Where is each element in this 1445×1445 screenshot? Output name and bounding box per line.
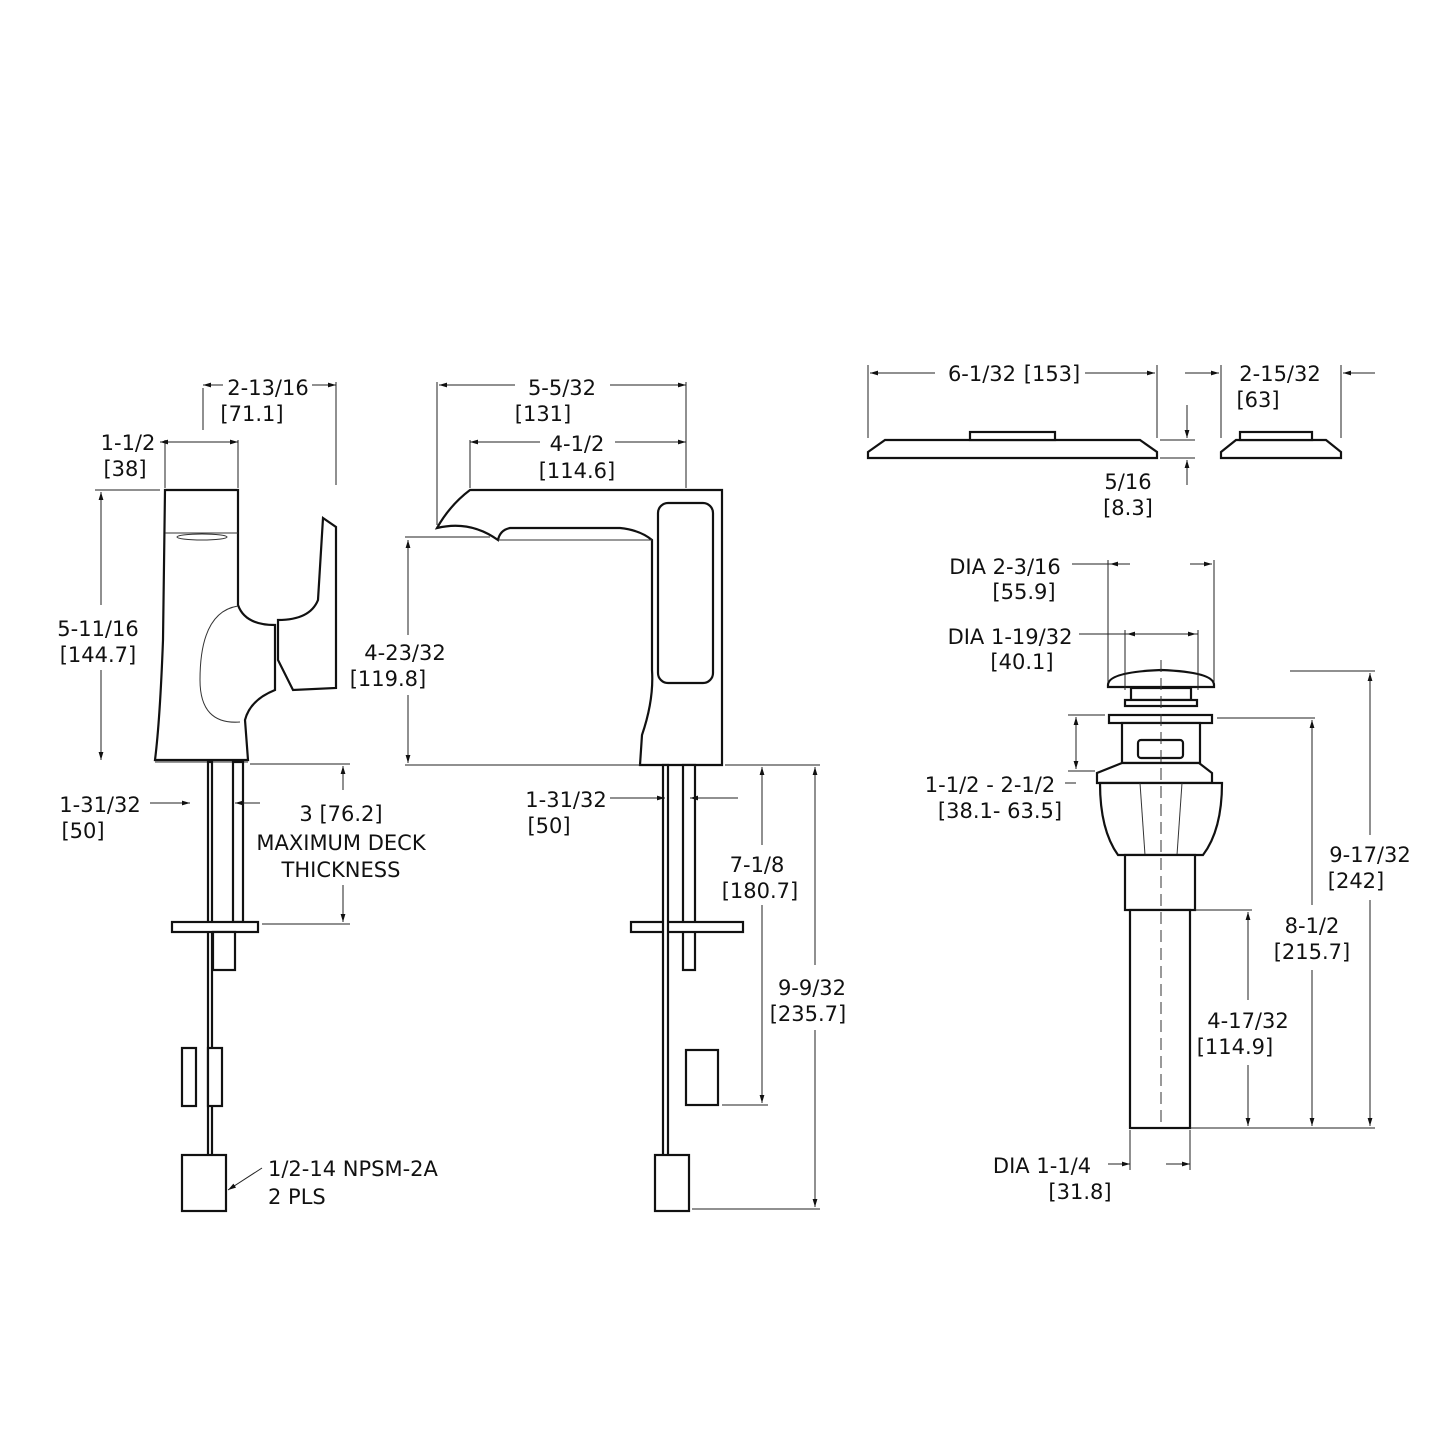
front-view-faucet xyxy=(434,488,745,1213)
escutcheon-plates xyxy=(866,430,1343,460)
dim-drain-range-mm: [38.1- 63.5] xyxy=(938,799,1062,823)
deck-thickness-line2: MAXIMUM DECK xyxy=(256,831,426,855)
dim-total-below-mm: [235.7] xyxy=(770,1002,847,1026)
drain-labels: DIA 2-3/16 [55.9] DIA 1-19/32 [40.1] 1-1… xyxy=(925,555,1411,1204)
dim-drain-below-flange-mm: [215.7] xyxy=(1274,940,1351,964)
pop-up-drain xyxy=(1095,660,1224,1130)
dim-side-height: 5-11/16 xyxy=(57,617,138,641)
front-view-dimension-lines xyxy=(405,382,820,1210)
deck-thickness: 3 [76.2] xyxy=(299,802,382,826)
dim-drain-tail-dia: DIA 1-1/4 xyxy=(993,1154,1091,1178)
deck-thickness-line3: THICKNESS xyxy=(281,858,401,882)
dim-supply-length: 7-1/8 xyxy=(730,853,785,877)
dim-drain-tail-dia-mm: [31.8] xyxy=(1048,1180,1111,1204)
dim-spout-height: 4-23/32 xyxy=(364,641,445,665)
dim-side-overall: 2-13/16 xyxy=(227,376,308,400)
dim-drain-cap: DIA 2-3/16 xyxy=(949,555,1061,579)
dim-spout-overall-mm: [131] xyxy=(515,402,571,426)
dim-escutcheon-long-mm: [153] xyxy=(1024,362,1080,386)
dim-side-base: 1-1/2 xyxy=(101,431,156,455)
dim-side-shank: 1-31/32 xyxy=(59,793,140,817)
drain-dimension-lines xyxy=(1065,560,1375,1170)
dim-spout-reach: 4-1/2 xyxy=(550,432,605,456)
connection-count: 2 PLS xyxy=(268,1185,326,1209)
escutcheon-dimension-lines xyxy=(867,365,1375,485)
dim-escutcheon-short: 2-15/32 xyxy=(1239,362,1320,386)
dim-front-shank: 1-31/32 xyxy=(525,788,606,812)
dim-drain-total: 9-17/32 xyxy=(1329,843,1410,867)
dim-drain-range: 1-1/2 - 2-1/2 xyxy=(925,773,1055,797)
side-view-faucet xyxy=(153,488,338,1213)
dim-spout-reach-mm: [114.6] xyxy=(539,459,616,483)
dim-escutcheon-short-mm: [63] xyxy=(1236,388,1279,412)
dim-drain-body-mm: [40.1] xyxy=(990,650,1053,674)
dim-front-shank-mm: [50] xyxy=(527,814,570,838)
dim-drain-below-flange: 8-1/2 xyxy=(1285,914,1340,938)
dim-side-base-mm: [38] xyxy=(103,457,146,481)
dim-drain-tail: 4-17/32 xyxy=(1207,1009,1288,1033)
dim-side-height-mm: [144.7] xyxy=(60,643,137,667)
front-view-labels: 5-5/32 [131] 4-1/2 [114.6] 4-23/32 [119.… xyxy=(350,376,847,1026)
connection-thread: 1/2-14 NPSM-2A xyxy=(268,1157,439,1181)
dim-spout-overall: 5-5/32 xyxy=(528,376,596,400)
dim-escutcheon-thickness-mm: [8.3] xyxy=(1103,496,1153,520)
dim-drain-cap-mm: [55.9] xyxy=(992,580,1055,604)
dim-supply-length-mm: [180.7] xyxy=(722,879,799,903)
dim-drain-tail-mm: [114.9] xyxy=(1197,1035,1274,1059)
side-view-labels: 2-13/16 [71.1] 1-1/2 [38] 5-11/16 [144.7… xyxy=(57,376,438,1209)
dim-side-overall-mm: [71.1] xyxy=(220,402,283,426)
dim-total-below: 9-9/32 xyxy=(778,976,846,1000)
dim-drain-total-mm: [242] xyxy=(1328,869,1384,893)
escutcheon-labels: 6-1/32 [153] 2-15/32 [63] 5/16 [8.3] xyxy=(948,362,1321,520)
dim-escutcheon-long: 6-1/32 xyxy=(948,362,1016,386)
dim-side-shank-mm: [50] xyxy=(61,819,104,843)
dim-escutcheon-thickness: 5/16 xyxy=(1104,470,1151,494)
side-view-dimension-lines xyxy=(95,382,350,1191)
dim-spout-height-mm: [119.8] xyxy=(350,667,427,691)
dim-drain-body: DIA 1-19/32 xyxy=(948,625,1073,649)
